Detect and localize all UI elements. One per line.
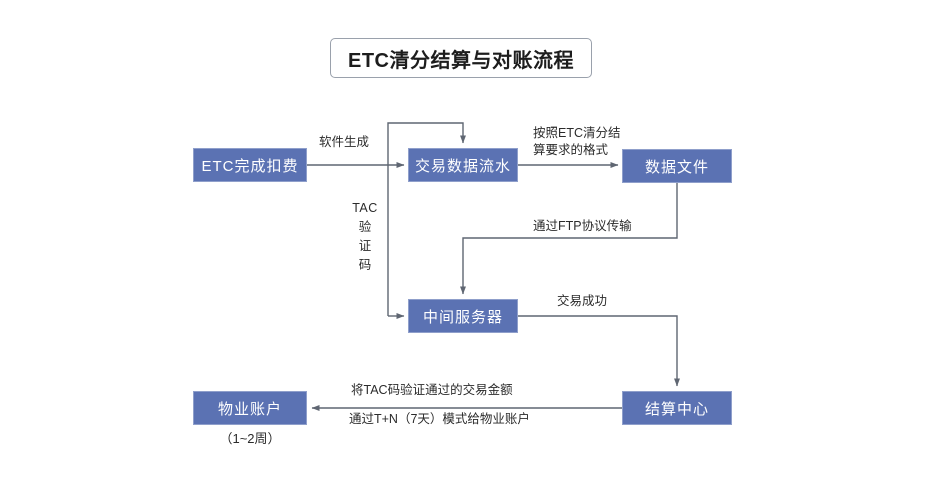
edge-label-tn-mode: 通过T+N（7天）模式给物业账户 xyxy=(349,412,530,426)
node-data-file[interactable]: 数据文件 xyxy=(622,149,732,183)
edge-label-line1: 按照ETC清分结 xyxy=(533,126,621,140)
edge-midserver-to-settle xyxy=(518,315,680,387)
node-label: 数据文件 xyxy=(644,158,709,176)
chart-title: ETC清分结算与对账流程 xyxy=(348,49,574,72)
node-label: 物业账户 xyxy=(217,400,282,418)
node-label: ETC完成扣费 xyxy=(201,157,299,175)
edge-label-software-generate: 软件生成 xyxy=(319,135,370,149)
tac-label-char-1: 验 xyxy=(358,220,372,234)
node-middle-server[interactable]: 中间服务器 xyxy=(408,299,518,333)
property-account-note: （1~2周） xyxy=(219,431,281,446)
node-property-account[interactable]: 物业账户 xyxy=(193,391,307,425)
edge-label-ftp-transfer: 通过FTP协议传输 xyxy=(533,219,632,233)
tac-label-head: TAC xyxy=(352,201,378,215)
tac-label-char-2: 证 xyxy=(358,239,372,253)
node-transaction-data-flow[interactable]: 交易数据流水 xyxy=(408,148,518,182)
tac-label-char-3: 码 xyxy=(358,258,372,272)
edge-label-line2: 算要求的格式 xyxy=(533,143,609,157)
edge-label-tac-verification-code: TAC 验 证 码 xyxy=(352,199,378,275)
node-settlement-center[interactable]: 结算中心 xyxy=(622,391,732,425)
chart-title-box: ETC清分结算与对账流程 xyxy=(330,38,592,78)
edge-label-transaction-success: 交易成功 xyxy=(557,294,608,308)
edge-label-tac-amount: 将TAC码验证通过的交易金额 xyxy=(351,383,513,397)
node-label: 交易数据流水 xyxy=(414,157,511,175)
node-label: 结算中心 xyxy=(644,400,709,418)
edge-label-etc-format: 按照ETC清分结 算要求的格式 xyxy=(533,125,629,159)
node-etc-deduction[interactable]: ETC完成扣费 xyxy=(193,148,307,182)
edge-datafile-to-midserver xyxy=(460,183,678,295)
node-label: 中间服务器 xyxy=(422,308,503,326)
